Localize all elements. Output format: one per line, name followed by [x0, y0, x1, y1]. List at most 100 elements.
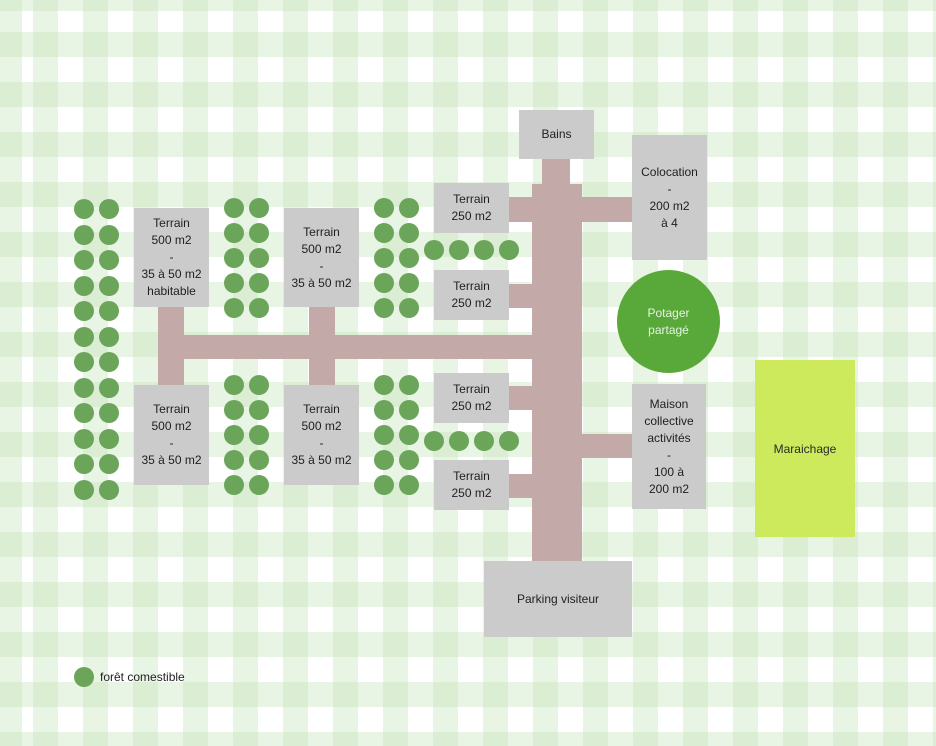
- label-line: Terrain: [153, 402, 190, 416]
- maraichage-label: Maraichage: [773, 441, 837, 456]
- label-line: Terrain: [303, 224, 340, 239]
- tree-icon: [224, 223, 244, 243]
- tree-icon: [449, 431, 469, 451]
- tree-icon: [374, 475, 394, 495]
- label-line: Terrain: [453, 279, 490, 293]
- label-line: -: [169, 250, 174, 264]
- road-to-maison: [580, 434, 634, 458]
- tree-icon: [399, 400, 419, 420]
- lot-terrain-small2: Terrain 250 m2: [434, 270, 509, 320]
- tree-icon: [249, 375, 269, 395]
- road-spur-sw: [158, 357, 184, 387]
- tree-icon: [474, 431, 494, 451]
- label-line: 500 m2: [301, 241, 342, 256]
- label-line: 250 m2: [451, 296, 492, 310]
- legend: forêt comestible: [74, 667, 185, 687]
- label-line: partagé: [648, 322, 689, 337]
- label-line: 500 m2: [151, 233, 192, 247]
- label-line: 35 à 50 m2: [141, 267, 202, 281]
- tree-icon: [374, 273, 394, 293]
- tree-icon: [99, 326, 119, 347]
- road-spur-nw: [158, 307, 184, 337]
- tree-icon: [224, 248, 244, 268]
- tree-icon: [74, 377, 94, 398]
- tree-icon: [74, 301, 94, 321]
- tree-icon: [224, 425, 244, 445]
- label-line: 250 m2: [451, 399, 492, 413]
- label-line: activités: [647, 430, 691, 445]
- label-line: habitable: [147, 284, 196, 298]
- tree-icon: [399, 375, 419, 395]
- tree-icon: [249, 223, 269, 243]
- label-line: 200 m2: [648, 481, 690, 496]
- tree-icon: [399, 450, 419, 470]
- label-line: -: [667, 181, 672, 196]
- label-line: Parking visiteur: [516, 591, 600, 606]
- tree-icon: [249, 273, 269, 293]
- tree-icon: [399, 248, 419, 268]
- tree-icon: [249, 298, 269, 318]
- tree-icon: [249, 400, 269, 420]
- label-line: 35 à 50 m2: [141, 453, 202, 467]
- tree-icon: [224, 450, 244, 470]
- road-spur-s2: [309, 357, 335, 387]
- tree-icon: [374, 425, 394, 445]
- label-line: -: [319, 436, 324, 450]
- tree-icon: [249, 248, 269, 268]
- label-line: 500 m2: [301, 419, 342, 433]
- tree-icon: [374, 400, 394, 420]
- tree-icon: [99, 275, 119, 296]
- road-to-small2: [508, 284, 534, 308]
- potager-partage: Potager partagé: [617, 270, 720, 373]
- label-line: 35 à 50 m2: [291, 453, 352, 467]
- label-line: Terrain: [453, 192, 490, 206]
- tree-icon: [99, 403, 119, 423]
- tree-icon: [374, 450, 394, 470]
- legend-label: forêt comestible: [100, 670, 185, 684]
- tree-icon: [74, 326, 94, 347]
- tree-icon: [399, 198, 419, 218]
- tree-icon: [99, 352, 119, 372]
- label-line: 200 m2: [649, 198, 690, 213]
- tree-icon: [249, 475, 269, 495]
- tree-icon: [99, 250, 119, 270]
- tree-icon: [399, 475, 419, 495]
- tree-icon: [74, 352, 94, 372]
- tree-icon: [449, 240, 469, 260]
- road-main-vertical: [532, 184, 582, 561]
- label-line: Potager: [647, 305, 690, 320]
- tree-icon: [399, 425, 419, 445]
- lot-bains: Bains: [519, 110, 594, 159]
- label-line: Maison: [649, 396, 689, 411]
- tree-icon: [499, 431, 519, 451]
- tree-icon: [374, 298, 394, 318]
- tree-icon: [424, 240, 444, 260]
- tree-icon: [399, 298, 419, 318]
- tree-icon: [74, 199, 94, 219]
- label-line: -: [169, 436, 174, 450]
- road-to-small4: [508, 474, 534, 498]
- tree-icon: [99, 301, 119, 321]
- legend-tree-icon: [74, 667, 94, 687]
- tree-icon: [74, 428, 94, 449]
- lot-parking-visiteur: Parking visiteur: [484, 561, 632, 637]
- tree-icon: [74, 250, 94, 270]
- tree-icon: [99, 479, 119, 500]
- tree-icon: [474, 240, 494, 260]
- tree-icon: [74, 403, 94, 423]
- tree-icon: [99, 454, 119, 474]
- label-line: Bains: [541, 127, 572, 141]
- tree-icon: [374, 223, 394, 243]
- maraichage-area: Maraichage: [755, 360, 855, 537]
- label-line: à 4: [661, 215, 678, 230]
- label-line: 500 m2: [151, 419, 192, 433]
- tree-icon: [249, 198, 269, 218]
- lot-terrain-sw: Terrain 500 m2 - 35 à 50 m2: [134, 385, 209, 485]
- tree-icon: [224, 198, 244, 218]
